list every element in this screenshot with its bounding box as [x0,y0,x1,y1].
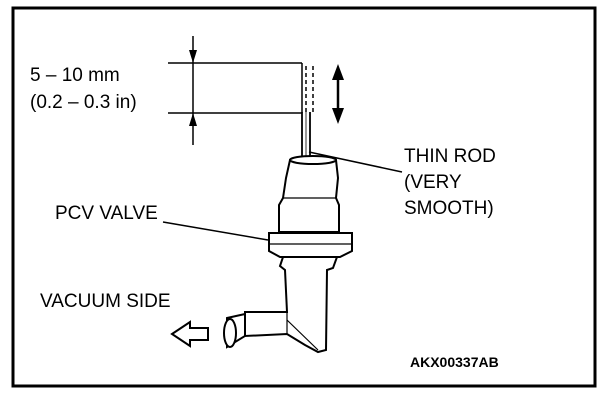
dimension-label-mm: 5 – 10 mm [30,65,120,86]
thin-rod-label-line2: (VERY [404,172,462,193]
valve-top-body [278,159,340,233]
vacuum-direction-arrow [170,320,209,348]
figure-code: AKX00337AB [410,354,499,370]
movement-arrow-head-up [332,64,344,80]
pcv-valve-label: PCV VALVE [55,203,158,224]
dimension-arrow-top-head [189,50,197,63]
valve-outlet-opening [223,318,237,348]
valve-elbow-seam [286,319,319,351]
pcv-valve-leader [162,221,269,241]
vacuum-side-label: VACUUM SIDE [40,291,171,312]
valve-flange [268,232,353,258]
figure-border [11,6,597,388]
thin-rod-label-line1: THIN ROD [404,146,496,167]
movement-arrow-head-down [332,108,344,124]
dimension-arrow-bottom-head [189,113,197,126]
valve-top-cap [289,155,337,165]
valve-elbow [244,256,339,354]
thin-rod-leader [308,151,403,173]
thin-rod-label-line3: SMOOTH) [404,198,494,219]
dimension-label-in: (0.2 – 0.3 in) [30,92,137,113]
